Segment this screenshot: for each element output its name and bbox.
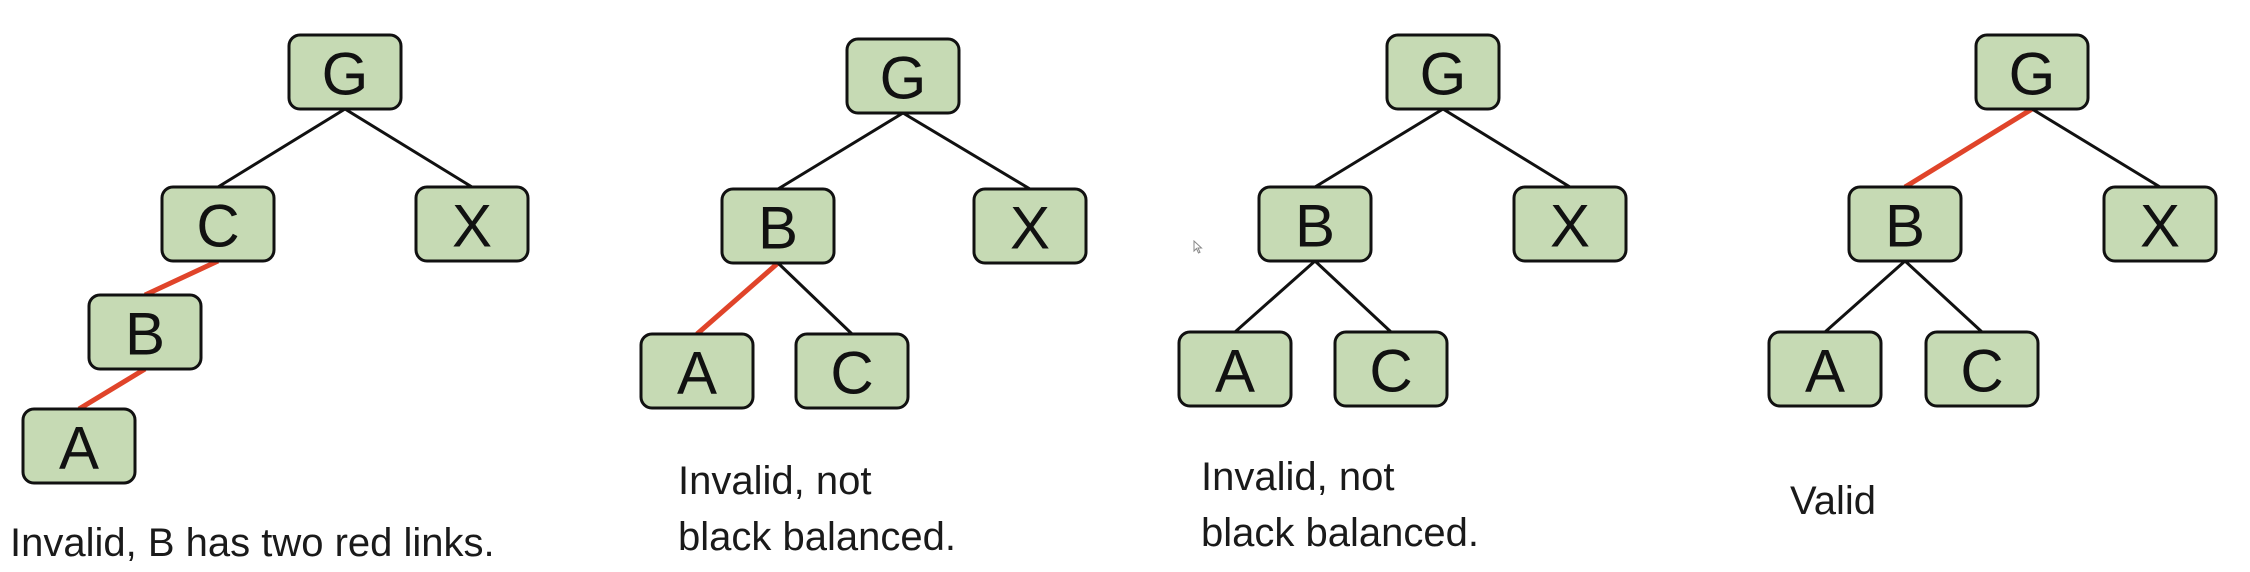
node-label: G [322,41,369,108]
tree-4-caption: Valid [1790,473,1876,529]
node-box [1177,330,1293,408]
node-c: C [1333,330,1449,408]
tree-1-caption: Invalid, B has two red links. [10,515,495,571]
node-b: B [1257,185,1373,263]
node-box [794,332,910,410]
link-b-a-red [77,366,147,412]
node-box [972,187,1088,265]
tree-1-caption-line-1: Invalid, B has two red links. [10,521,495,565]
node-box [639,332,755,410]
node-x: X [972,187,1088,265]
node-g: G [1385,33,1501,111]
node-label: X [452,193,492,260]
node-a: A [21,407,137,485]
link-g-x-black [1442,107,1571,189]
node-g: G [287,33,403,111]
node-g: G [845,37,961,115]
node-label: C [196,193,239,260]
link-b-a-black [1824,259,1906,334]
node-label: G [1420,41,1467,108]
node-label: G [880,45,927,112]
node-label: A [1215,338,1255,405]
tree-2-caption-line-1: Invalid, not [678,459,872,503]
tree-3-caption-line-2: black balanced. [1201,511,1479,555]
node-c: C [160,185,276,263]
tree-2-caption-line-2: black balanced. [678,515,956,559]
node-box [414,185,530,263]
link-g-b-red [1903,106,2034,190]
node-a: A [639,332,755,410]
node-x: X [1512,185,1628,263]
node-label: B [1295,193,1335,260]
node-label: A [677,340,717,407]
node-b: B [87,293,203,371]
node-x: X [2102,185,2218,263]
node-label: B [125,301,165,368]
link-g-x-black [2031,107,2161,189]
node-x: X [414,185,530,263]
node-box [87,293,203,371]
link-b-c-black [776,261,854,336]
node-label: A [59,415,99,482]
node-b: B [720,187,836,265]
node-label: X [1550,193,1590,260]
node-box [1924,330,2040,408]
tree-2-caption: Invalid, not black balanced. [678,453,956,565]
node-label: B [1885,193,1925,260]
link-b-a-black [1234,259,1316,334]
node-box [1257,185,1373,263]
node-box [720,187,836,265]
link-g-c-black [217,107,346,189]
link-b-c-black [1903,259,1984,334]
node-box [1847,185,1963,263]
node-box [845,37,961,115]
node-a: A [1177,330,1293,408]
node-box [160,185,276,263]
link-b-a-red [695,261,780,336]
node-label: X [2140,193,2180,260]
node-b: B [1847,185,1963,263]
node-label: C [830,340,873,407]
node-box [1333,330,1449,408]
tree-4-caption-line-1: Valid [1790,479,1876,523]
tree-3-caption: Invalid, not black balanced. [1201,449,1479,561]
tree-2: G B X A C [639,37,1088,410]
node-label: C [1369,338,1412,405]
tree-3: G B X A C [1177,33,1628,408]
node-label: G [2009,41,2056,108]
link-b-c-black [1313,259,1393,334]
node-label: A [1805,338,1845,405]
node-box [287,33,403,111]
node-box [2102,185,2218,263]
node-a: A [1767,330,1883,408]
node-box [1974,33,2090,111]
node-c: C [1924,330,2040,408]
link-g-b-black [777,111,904,191]
node-c: C [794,332,910,410]
node-box [1512,185,1628,263]
link-g-x-black [902,111,1031,191]
node-label: B [758,195,798,262]
tree-4: G B X A C [1767,33,2218,408]
link-g-x-black [344,107,473,189]
mouse-cursor-icon [1193,240,1203,254]
node-box [21,407,137,485]
tree-1: G C X BA [21,33,530,485]
link-g-b-black [1314,107,1444,189]
link-c-b-red [143,258,220,298]
node-box [1767,330,1883,408]
node-label: X [1010,195,1050,262]
node-box [1385,33,1501,111]
node-label: C [1960,338,2003,405]
node-g: G [1974,33,2090,111]
tree-3-caption-line-1: Invalid, not [1201,455,1395,499]
